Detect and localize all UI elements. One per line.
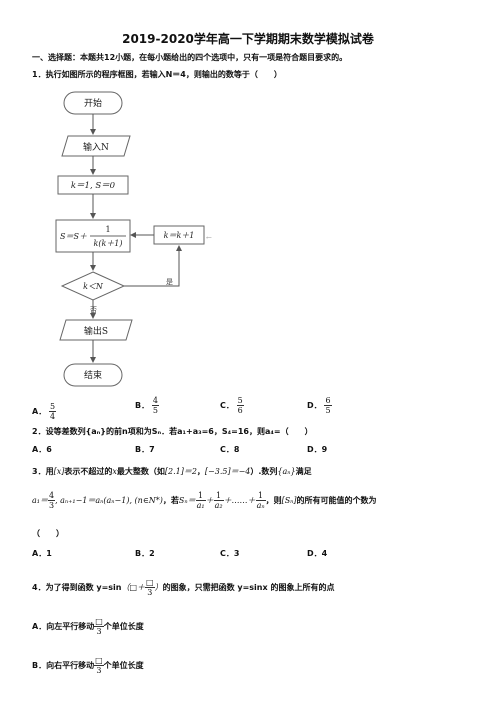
sequence: {aₙ} [277,467,296,476]
flow-arrow [124,245,182,287]
option-letter: C． [220,401,234,410]
option-letter: D． [307,401,322,410]
q2-option-b[interactable]: B．7 [135,445,155,454]
q2-option-d[interactable]: D．9 [307,445,328,454]
small-arrow-mark: ← [206,234,212,242]
q2-option-a[interactable]: A．6 [32,445,52,454]
q3-option-a[interactable]: A．1 [32,549,52,558]
bracket-x: [x] [53,467,65,476]
example-1: [2.1]＝2 [164,467,197,476]
q2-stem: 2．设等差数列{aₙ}的前n项和为Sₙ．若a₁+a₃=6，S₄=16，则a₄=（… [32,427,313,436]
flow-sum-num: 1 [105,225,110,234]
flow-init-node: k＝1, S＝0 [57,175,129,195]
flow-init-label: k＝1, S＝0 [71,181,116,191]
option-letter: A． [32,407,47,416]
option-fraction: □3 [94,656,104,675]
flow-input-label: 输入N [83,141,109,153]
section-heading: 一、选择题：本题共12小题，在每小题给出的四个选项中，只有一项是符合题目要求的。 [32,53,348,62]
flow-condition-node: k＜N [60,271,126,301]
q3-option-b[interactable]: B．2 [135,549,155,558]
q2-options: A．6 B．7 C．8 D．9 [32,444,472,456]
q3-stem-line1: 3．用[x]表示不超过的x最大整数（如[2.1]＝2，[−3.5]＝−4）.数列… [32,467,312,476]
q2-option-c[interactable]: C．8 [220,445,240,454]
q1-stem: 1．执行如图所示的程序框图，若输入N＝4，则输出的数等于（ ） [32,70,282,79]
bracket-sn: [Sₙ] [281,496,297,505]
flow-sum-node: S＝S＋ 1 k(k＋1) [55,219,131,253]
flow-end-label: 结束 [84,369,102,381]
option-fraction: □3 [94,617,104,636]
flow-incr-node: k＝k＋1 [153,225,205,245]
q3-option-c[interactable]: C．3 [220,549,240,558]
q3-options: A．1 B．2 C．3 D．4 [32,548,472,560]
example-2: [−3.5]＝−4 [204,467,251,476]
option-letter: B． [135,401,150,410]
page-title: 2019-2020学年高一下学期期末数学模拟试卷 [122,32,374,46]
q3-option-d[interactable]: D．4 [307,549,328,558]
flow-start-label: 开始 [84,97,102,109]
flow-output-label: 输出S [84,325,108,337]
flow-condition-label: k＜N [83,282,104,291]
flow-sum-den: k(k＋1) [93,239,122,248]
recurrence: , aₙ₊₁−1＝aₙ(aₙ−1), (n∈N*) [55,496,163,505]
flow-no-label: 否 [90,306,97,314]
flow-incr-label: k＝k＋1 [164,231,195,240]
flow-sum-left: S＝S＋ [60,232,87,241]
flow-start-node: 开始 [63,91,123,115]
flow-output-node: 输出S [59,319,133,341]
flow-yes-label: 是 [166,278,173,286]
flow-end-node: 结束 [63,363,123,387]
q4-arg-fraction: □3 [145,578,155,597]
q4-stem: 4．为了得到函数 y=sin（□＋□3）的图象，只需把函数 y=sinx 的图象… [32,578,335,597]
flow-input-node: 输入N [61,135,131,157]
q3-paren: （ ） [32,529,64,538]
